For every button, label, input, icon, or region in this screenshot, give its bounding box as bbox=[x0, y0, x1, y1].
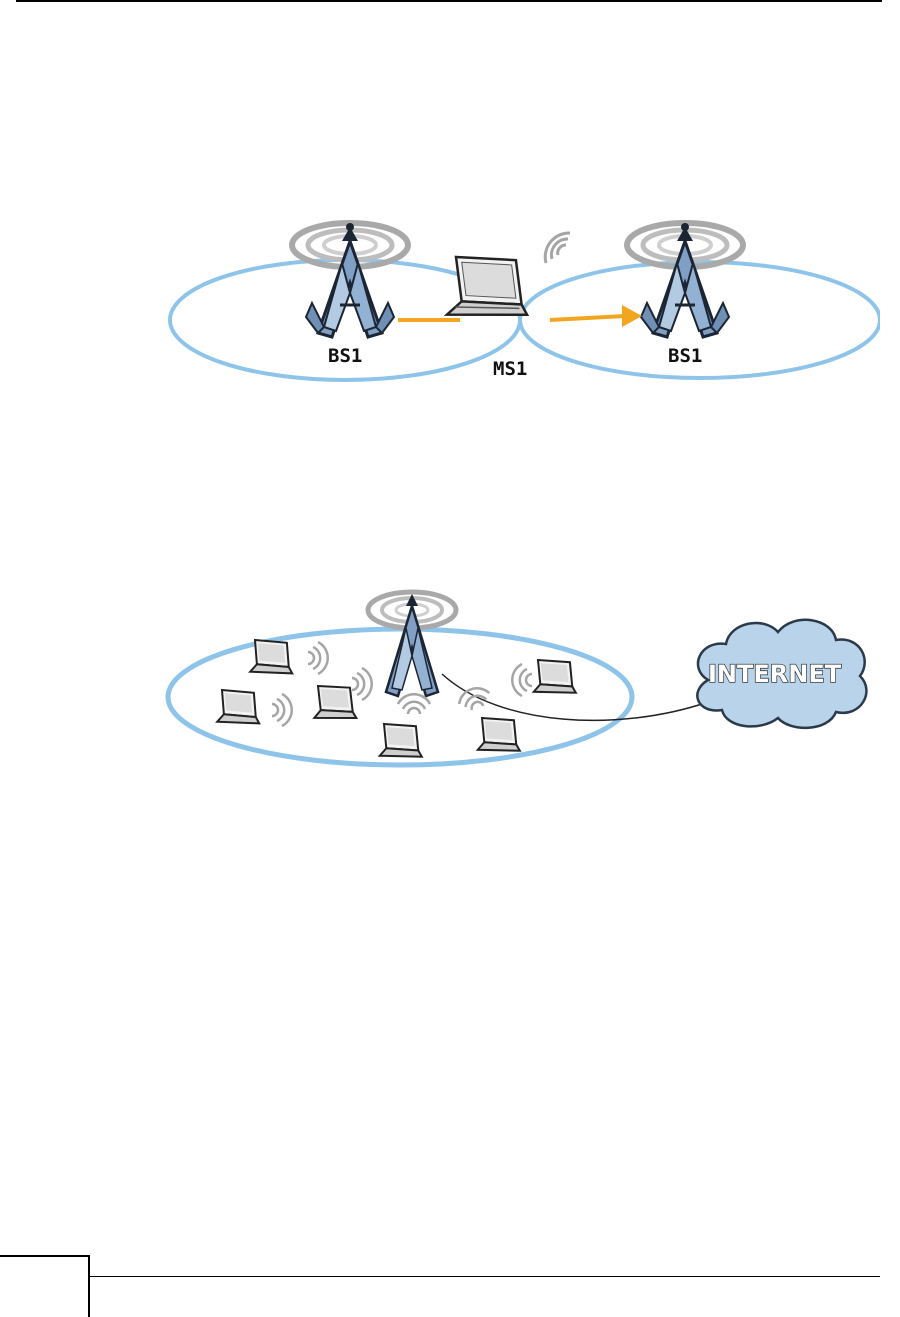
laptop-icon bbox=[380, 724, 424, 759]
wireless-signal-icon bbox=[398, 694, 430, 714]
wireless-signal-icon bbox=[512, 664, 532, 696]
laptop-icon bbox=[447, 257, 530, 319]
footer-rule bbox=[90, 1276, 880, 1277]
internet-label: INTERNET bbox=[708, 660, 842, 688]
base-station-tower-icon bbox=[627, 223, 743, 337]
wireless-signal-icon bbox=[272, 694, 292, 726]
laptop-icon bbox=[314, 686, 358, 720]
laptop-icon bbox=[478, 718, 522, 753]
wireless-signal-icon bbox=[352, 668, 372, 700]
network-figure: INTERNET bbox=[160, 582, 880, 782]
internet-cloud-icon: INTERNET bbox=[697, 620, 866, 728]
laptop-icon bbox=[534, 660, 578, 695]
header-rule bbox=[16, 0, 882, 2]
laptop-icon bbox=[250, 640, 295, 676]
mobile-station-label: MS1 bbox=[493, 358, 527, 380]
laptop-icon bbox=[217, 690, 262, 726]
handover-figure: BS1 MS1 BS1 bbox=[160, 195, 880, 395]
right-station-label: BS1 bbox=[668, 345, 702, 367]
wireless-signal-icon bbox=[308, 642, 328, 674]
base-station-tower-icon bbox=[368, 592, 456, 696]
left-station-label: BS1 bbox=[328, 345, 362, 367]
base-station-tower-icon bbox=[292, 223, 408, 337]
wireless-signal-icon bbox=[545, 233, 570, 263]
page-number-box bbox=[0, 1255, 90, 1317]
